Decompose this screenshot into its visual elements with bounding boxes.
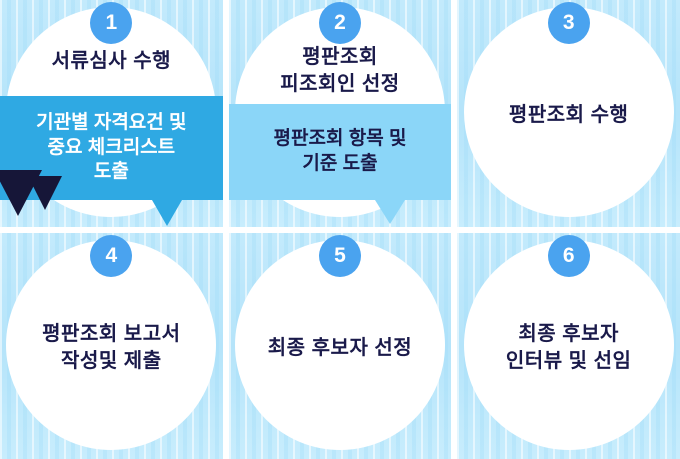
step-detail-band: 기관별 자격요건 및 중요 체크리스트 도출 [0, 96, 223, 200]
step-number-badge: 5 [318, 234, 361, 277]
band-tail-triangle [152, 200, 182, 226]
step-title: 최종 후보자 인터뷰 및 선임 [505, 322, 632, 372]
step-cell-3: 3 평판조회 수행 [457, 0, 680, 227]
step-number: 5 [334, 243, 346, 267]
step-number: 2 [334, 11, 346, 34]
step-number-badge: 1 [90, 2, 133, 44]
step-cell-5: 5 최종 후보자 선정 [228, 232, 452, 459]
step-detail-band: 평판조회 항목 및 기준 도출 [228, 104, 452, 200]
step-number: 3 [562, 11, 575, 34]
step-title: 평판조회 보고서 작성및 제출 [42, 322, 181, 372]
step-title: 평판조회 수행 [508, 104, 629, 126]
step-cell-4: 4 평판조회 보고서 작성및 제출 [0, 232, 223, 459]
step-title: 최종 후보자 선정 [267, 336, 413, 359]
step-number-badge: 2 [318, 2, 361, 44]
band-tail-triangle [374, 200, 405, 224]
decorative-triangle [28, 176, 62, 210]
step-cell-2: 2 평판조회 피조회인 선정 평판조회 항목 및 기준 도출 [228, 0, 452, 227]
step-number: 1 [105, 11, 118, 34]
step-number: 4 [105, 243, 118, 267]
step-number: 6 [562, 243, 575, 267]
step-title: 서류심사 수행 [51, 50, 172, 72]
step-cell-1: 1 서류심사 수행 기관별 자격요건 및 중요 체크리스트 도출 [0, 0, 223, 227]
step-number-badge: 6 [547, 234, 590, 277]
step-title: 평판조회 피조회인 선정 [280, 46, 400, 95]
step-number-badge: 3 [547, 2, 590, 44]
step-cell-6: 6 최종 후보자 인터뷰 및 선임 [457, 232, 680, 459]
step-number-badge: 4 [90, 234, 133, 277]
